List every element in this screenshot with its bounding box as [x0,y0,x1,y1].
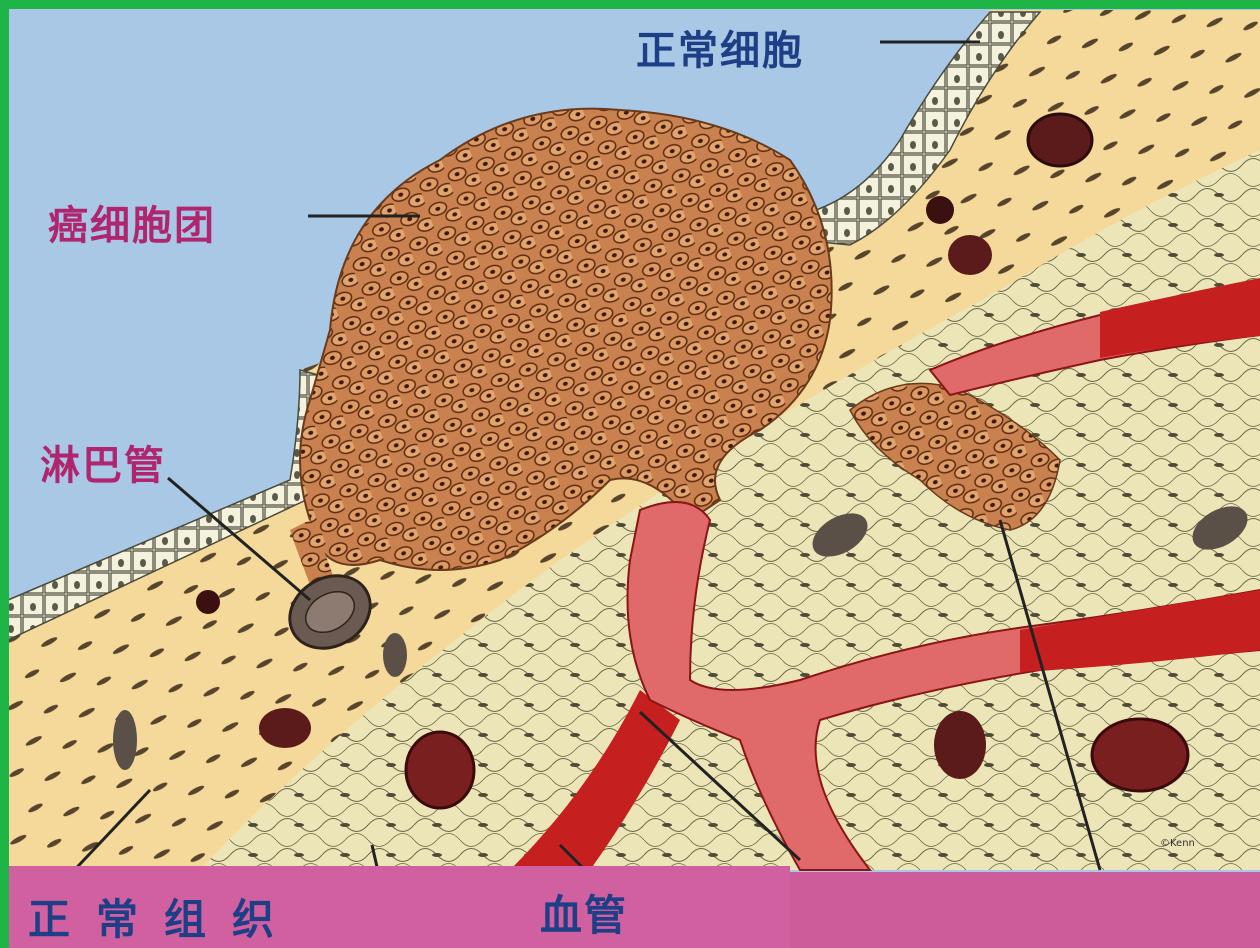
label-cancer-cell-mass: 癌细胞团 [48,193,216,251]
frame-left [0,0,9,948]
tissue-cell [1092,719,1188,791]
tissue-cell [948,235,992,275]
frame-top [0,0,1260,9]
footer-band-right [790,872,1260,948]
label-lymphatic-vessel: 淋巴管 [40,433,166,491]
tissue-cell [934,711,986,779]
tissue-cell [1028,114,1092,166]
tissue-cell [406,732,474,808]
label-normal-cells: 正常细胞 [636,18,804,76]
tissue-cell [259,708,311,748]
tissue-cell [383,633,407,677]
label-normal-tissue: 正常组织 [28,886,300,947]
tissue-cell [926,196,954,224]
label-blood-vessel: 血管 [540,882,628,943]
tissue-cell [196,590,220,614]
tissue-cell [113,710,137,770]
artist-credit: ©Kenn [1160,838,1195,849]
